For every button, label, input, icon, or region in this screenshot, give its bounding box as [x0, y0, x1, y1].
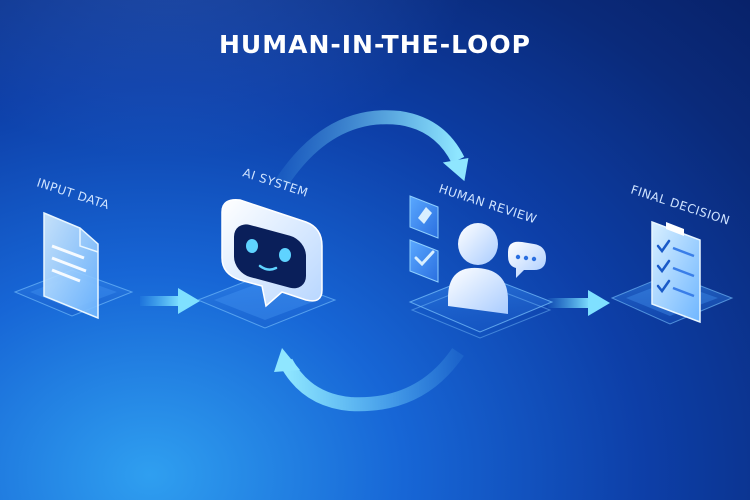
node-label-human: HUMAN REVIEW — [437, 182, 539, 227]
speech-bubble-icon — [508, 241, 546, 278]
node-label-input: INPUT DATA — [35, 176, 111, 213]
document-icon — [43, 211, 99, 320]
person-icon — [448, 223, 508, 314]
node-label-final: FINAL DECISION — [629, 183, 732, 228]
arrow-input-to-ai — [140, 288, 200, 314]
diagram-title: HUMAN-IN-THE-LOOP — [219, 30, 531, 59]
review-tiles-icon — [409, 195, 439, 283]
node-label-ai: AI SYSTEM — [241, 166, 310, 200]
arrow-human-to-ai-loop — [274, 347, 464, 412]
arrow-ai-to-human-loop — [276, 110, 469, 186]
robot-chat-icon — [221, 199, 323, 308]
arrow-human-to-final — [548, 290, 610, 316]
checklist-clipboard-icon — [651, 220, 701, 324]
